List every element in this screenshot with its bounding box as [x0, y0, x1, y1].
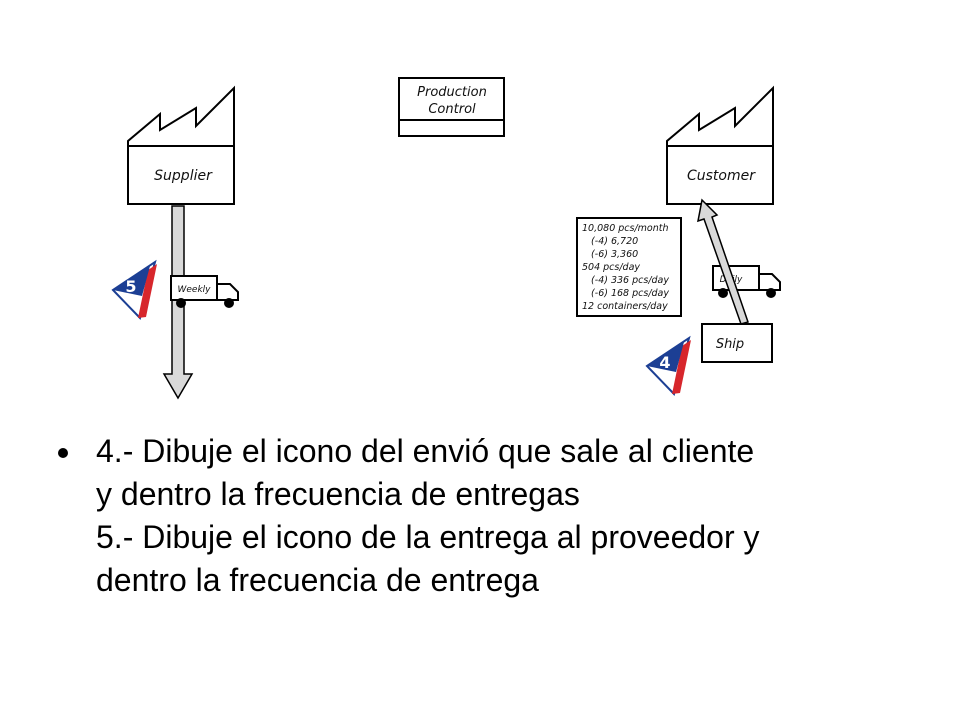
supplier-factory-icon: Supplier	[127, 85, 235, 205]
customer-shipment-arrow-icon	[697, 198, 749, 325]
data-line-5: (-4) 336 pcs/day	[582, 275, 669, 286]
data-line-3: (-6) 3,360	[582, 249, 638, 260]
data-line-1: 10,080 pcs/month	[582, 223, 669, 234]
customer-label: Customer	[687, 168, 756, 184]
production-control-line1: Production	[417, 85, 487, 100]
instruction-line-1: 4.- Dibuje el icono del envió que sale a…	[96, 433, 755, 469]
instruction-line-3: 5.- Dibuje el icono de la entrega al pro…	[96, 519, 760, 555]
customer-factory-icon: Customer	[666, 85, 774, 205]
production-control-box: Production Control	[398, 77, 505, 137]
data-line-6: (-6) 168 pcs/day	[582, 288, 669, 299]
instruction-line-2: y dentro la frecuencia de entregas	[96, 476, 580, 512]
supplier-kanban-number: 5	[125, 277, 136, 296]
ship-label: Ship	[716, 337, 744, 352]
data-line-4: 504 pcs/day	[582, 262, 640, 273]
instruction-line-4: dentro la frecuencia de entrega	[96, 562, 539, 598]
customer-kanban-flag-icon: 4	[645, 335, 691, 396]
weekly-truck-icon: Weekly	[170, 275, 239, 308]
data-line-7: 12 containers/day	[582, 301, 668, 312]
ship-box: Ship	[701, 323, 773, 363]
customer-data-box: 10,080 pcs/month (-4) 6,720 (-6) 3,360 5…	[576, 217, 682, 317]
supplier-label: Supplier	[154, 168, 213, 184]
data-line-2: (-4) 6,720	[582, 236, 638, 247]
supplier-kanban-flag-icon: 5	[111, 259, 157, 320]
vsm-diagram: Supplier 5 Weekly Production Control Cus…	[111, 77, 781, 400]
customer-kanban-number: 4	[659, 353, 670, 372]
instructions-bullet: 4.- Dibuje el icono del envió que sale a…	[58, 430, 938, 602]
weekly-truck-label: Weekly	[177, 285, 211, 295]
instructions-text: 4.- Dibuje el icono del envió que sale a…	[96, 430, 938, 602]
bullet-dot-icon	[58, 448, 68, 458]
production-control-line2: Control	[428, 102, 476, 117]
